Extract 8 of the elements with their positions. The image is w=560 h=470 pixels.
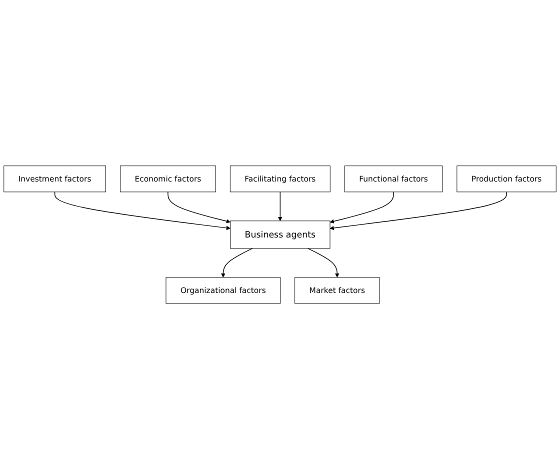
arrow: [221, 248, 253, 278]
node-box: Business agents: [230, 220, 330, 249]
arrow: [278, 192, 282, 222]
arrow: [330, 192, 394, 224]
arrow: [308, 248, 340, 278]
arrow: [330, 192, 507, 230]
arrow: [54, 192, 230, 230]
arrow: [168, 192, 230, 224]
